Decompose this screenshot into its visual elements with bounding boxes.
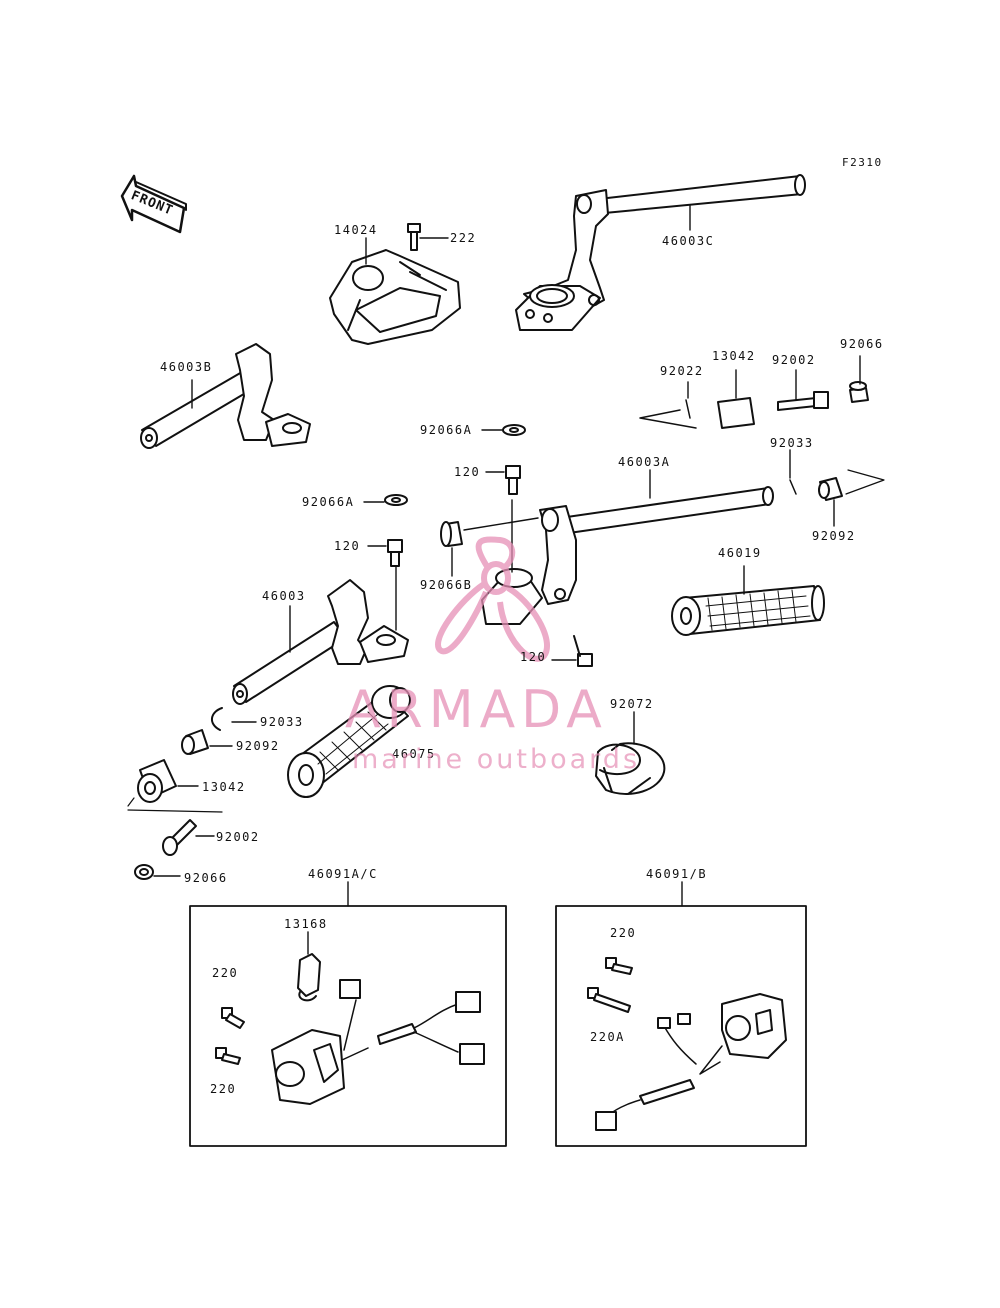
part-label-120-upper: 120 <box>454 465 481 479</box>
part-label-46075: 46075 <box>392 747 436 761</box>
part-label-92066A-lower: 92066A <box>302 495 355 509</box>
circlip-92033-lower <box>211 707 257 731</box>
part-label-92066A-upper: 92066A <box>420 423 473 437</box>
part-label-13042-lower: 13042 <box>202 780 246 794</box>
washer-92066A-lower <box>363 494 408 506</box>
part-label-46003: 46003 <box>262 589 306 603</box>
bolt-92002-upper <box>777 369 829 411</box>
part-label-46003C: 46003C <box>662 234 715 248</box>
grip-46019 <box>671 565 825 636</box>
grip-46075 <box>287 685 411 798</box>
part-label-222: 222 <box>450 231 477 245</box>
cap-92066-upper <box>849 355 869 403</box>
part-label-92092-upper: 92092 <box>812 529 856 543</box>
watermark-propeller-icon <box>435 536 550 662</box>
handlebar-46003 <box>232 565 409 705</box>
part-label-92072: 92072 <box>610 697 654 711</box>
bolt-92002-lower <box>162 819 215 856</box>
part-label-220-a: 220 <box>212 966 239 980</box>
part-label-92022: 92022 <box>660 364 704 378</box>
bolt-120-upper <box>485 465 521 495</box>
part-label-220-c: 220 <box>610 926 637 940</box>
clip-92022 <box>639 381 697 429</box>
part-label-13042-upper: 13042 <box>712 349 756 363</box>
watermark-brand: ARMADA <box>345 680 608 740</box>
cap-92066B <box>440 521 463 577</box>
part-label-120-mid: 120 <box>334 539 361 553</box>
switch-box-46091B <box>555 881 807 1147</box>
handlebar-46003C <box>515 174 806 331</box>
bolt-120-lower <box>551 635 593 667</box>
part-label-220A: 220A <box>590 1030 625 1044</box>
part-label-220-b: 220 <box>210 1082 237 1096</box>
nut-92092-upper <box>818 469 885 527</box>
nut-92092-lower <box>181 729 233 755</box>
part-label-92092-lower: 92092 <box>236 739 280 753</box>
part-label-92066-upper: 92066 <box>840 337 884 351</box>
part-label-46091AC: 46091A/C <box>308 867 378 881</box>
front-arrow-icon <box>120 174 187 234</box>
bolt-120-mid <box>367 539 403 567</box>
part-label-46019: 46019 <box>718 546 762 560</box>
switch-box-46091AC <box>189 881 507 1147</box>
washer-92066A-upper <box>481 424 526 436</box>
part-label-92033-upper: 92033 <box>770 436 814 450</box>
figure-code: F2310 <box>842 156 883 169</box>
part-label-92066B: 92066B <box>420 578 473 592</box>
cap-92066-lower <box>134 864 181 880</box>
part-label-92002-lower: 92002 <box>216 830 260 844</box>
part-label-92002-upper: 92002 <box>772 353 816 367</box>
screw-222 <box>407 223 449 251</box>
band-92072 <box>595 711 666 795</box>
handlebar-46003B <box>140 343 311 449</box>
circlip-92033-upper <box>789 449 797 495</box>
watermark-tagline: marine outboards <box>352 744 641 775</box>
part-label-13168: 13168 <box>284 917 328 931</box>
part-label-14024: 14024 <box>334 223 378 237</box>
spacer-13042-lower <box>127 759 223 813</box>
part-label-46003A: 46003A <box>618 455 671 469</box>
spacer-13042-upper <box>717 369 755 429</box>
part-label-120-lower: 120 <box>520 650 547 664</box>
part-label-46091B: 46091/B <box>646 867 708 881</box>
bracket-14024 <box>329 237 461 345</box>
part-label-92033-lower: 92033 <box>260 715 304 729</box>
part-label-46003B: 46003B <box>160 360 213 374</box>
part-label-92066-lower: 92066 <box>184 871 228 885</box>
